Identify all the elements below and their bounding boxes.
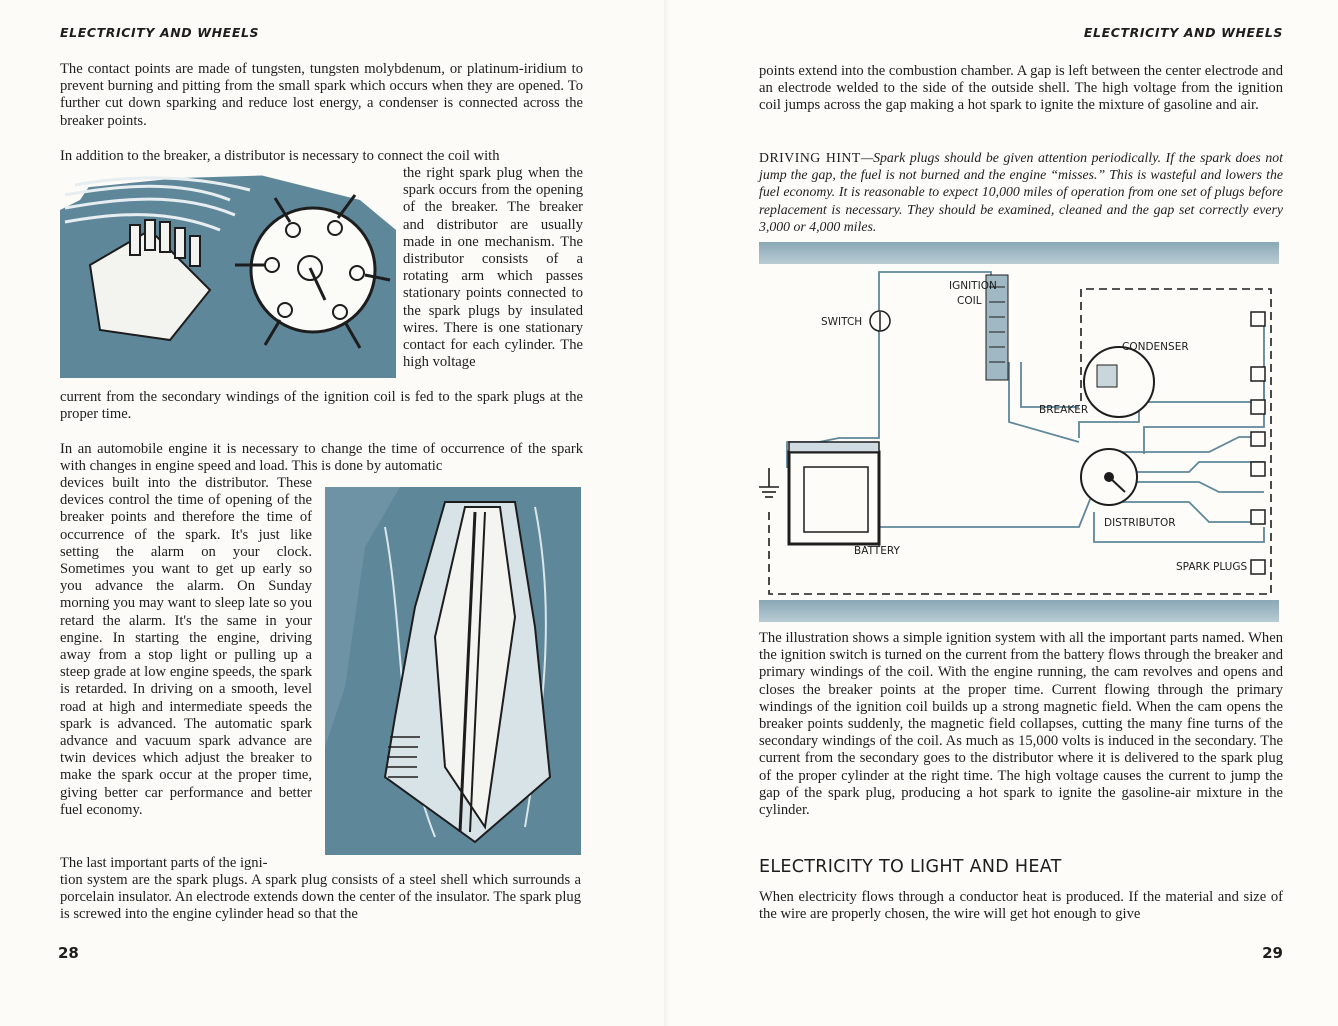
running-head-right: ELECTRICITY AND WHEELS [1083, 25, 1283, 40]
label-ignition-1: IGNITION [949, 280, 997, 292]
distributor-illustration [60, 170, 396, 378]
page-number-right: 29 [1262, 944, 1283, 962]
right-paragraph-3: When electricity flows through a conduct… [759, 889, 1283, 923]
driving-hint-lead: DRIVING HINT [759, 150, 861, 165]
left-paragraph-1: The contact points are made of tungsten,… [60, 61, 583, 129]
left-paragraph-2-lead: In addition to the breaker, a distributo… [60, 148, 500, 164]
driving-hint: DRIVING HINT—Spark plugs should be given… [759, 149, 1283, 235]
page-number-left: 28 [58, 944, 79, 962]
running-head-left: ELECTRICITY AND WHEELS [60, 25, 260, 40]
label-battery: BATTERY [854, 545, 900, 557]
section-heading: ELECTRICITY TO LIGHT AND HEAT [759, 857, 1062, 877]
right-paragraph-2: The illustration shows a simple ignition… [759, 630, 1284, 819]
left-page: ELECTRICITY AND WHEELS The contact point… [58, 25, 583, 962]
ignition-system-diagram: IGNITION COIL SWITCH BATTERY CONDENSER B… [759, 242, 1279, 622]
left-paragraph-2-tail: current from the secondary windings of t… [60, 389, 583, 423]
right-paragraph-1: points extend into the combustion chambe… [759, 63, 1283, 114]
left-paragraph-2-wrap: the right spark plug when the spark occu… [403, 165, 583, 371]
label-ignition-2: COIL [957, 295, 982, 307]
left-paragraph-3-lead: In an automobile engine it is necessary … [60, 441, 583, 475]
driving-hint-text: —Spark plugs should be given attention p… [759, 150, 1283, 234]
left-paragraph-4-lead: The last important parts of the igni- [60, 855, 268, 871]
label-breaker: BREAKER [1039, 404, 1088, 416]
label-switch: SWITCH [821, 316, 862, 328]
spark-plug-illustration [325, 487, 581, 855]
label-spark-plugs: SPARK PLUGS [1176, 561, 1248, 573]
label-condenser: CONDENSER [1122, 341, 1189, 353]
left-paragraph-3-wrap: devices built into the distributor. Thes… [60, 475, 312, 818]
right-page: ELECTRICITY AND WHEELS points extend int… [669, 0, 1338, 1026]
label-distributor: DISTRIBUTOR [1104, 517, 1176, 529]
left-paragraph-4: tion system are the spark plugs. A spark… [60, 872, 581, 923]
